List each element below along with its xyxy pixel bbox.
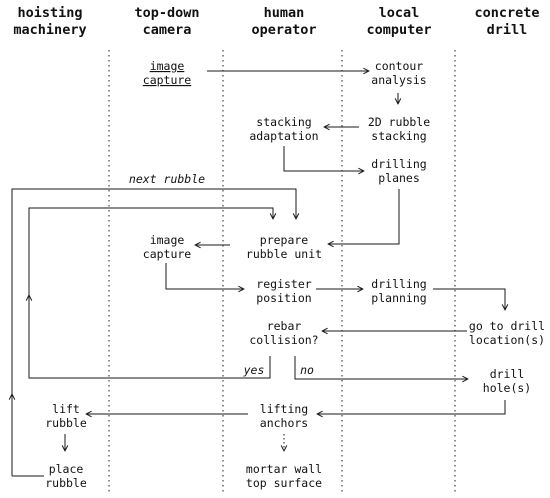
- edge-planes-to-prepare: [328, 189, 400, 244]
- node-label-line: rubble: [45, 476, 87, 490]
- node-label-line: rubble: [45, 416, 87, 430]
- node-label-line: image: [150, 59, 185, 73]
- edge-label-no: no: [300, 363, 314, 377]
- node-label-line: stacking: [256, 115, 311, 129]
- lane-header-line: operator: [251, 22, 316, 38]
- node-label-line: planning: [371, 291, 426, 305]
- lane-header-line: computer: [366, 22, 431, 38]
- node-label-line: drilling: [371, 157, 426, 171]
- node-label-line: contour: [375, 59, 424, 73]
- edge-collision-to-drill: [294, 356, 468, 379]
- node-label-line: hole(s): [483, 381, 531, 395]
- lane-header-line: local: [379, 5, 420, 21]
- node-label-line: planes: [378, 171, 420, 185]
- node-label-line: adaptation: [249, 129, 318, 143]
- node-label-line: position: [256, 291, 311, 305]
- edge-next-rubble-loop: [11, 188, 296, 476]
- node-label-line: location(s): [469, 333, 545, 347]
- lane-header-line: drill: [487, 22, 528, 38]
- lane-header-line: camera: [143, 22, 192, 38]
- edge-label-yes: yes: [243, 363, 265, 377]
- node-label-line: 2D rubble: [368, 115, 430, 129]
- node-label-line: top surface: [246, 476, 322, 490]
- edge-drill-to-anchors: [317, 400, 506, 414]
- node-label-line: rebar: [267, 319, 302, 333]
- node-label-line: analysis: [371, 73, 426, 87]
- edge-planning-to-location: [433, 288, 505, 310]
- node-label-line: register: [256, 277, 311, 291]
- lane-header-line: top-down: [134, 5, 199, 21]
- node-label-line: image: [150, 233, 185, 247]
- node-label-line: drill: [490, 367, 525, 381]
- node-label-line: place: [49, 462, 84, 476]
- node-label-line: rubble unit: [246, 247, 322, 261]
- node-label-line: go to drill: [469, 319, 545, 333]
- node-label-line: stacking: [371, 129, 426, 143]
- lane-header-line: concrete: [474, 5, 539, 21]
- edge-capture-to-register: [165, 263, 244, 289]
- edge-adaptation-to-planes: [283, 146, 364, 171]
- node-label-line: lift: [52, 402, 80, 416]
- node-label-line: capture: [143, 247, 192, 261]
- node-label-line: drilling: [371, 277, 426, 291]
- lane-header-line: hoisting: [17, 5, 82, 21]
- node-label-line: capture: [143, 73, 192, 87]
- edges: [11, 71, 506, 477]
- lane-header-line: human: [264, 5, 305, 21]
- lane-header-line: machinery: [13, 22, 86, 38]
- node-label-line: lifting: [260, 402, 308, 416]
- node-label-line: prepare: [260, 233, 309, 247]
- node-label-line: mortar wall: [246, 462, 322, 476]
- node-label-line: anchors: [260, 416, 308, 430]
- node-label-line: collision?: [249, 333, 318, 347]
- edge-collision-loop: [28, 207, 273, 379]
- edge-label-next-rubble: next rubble: [129, 172, 205, 186]
